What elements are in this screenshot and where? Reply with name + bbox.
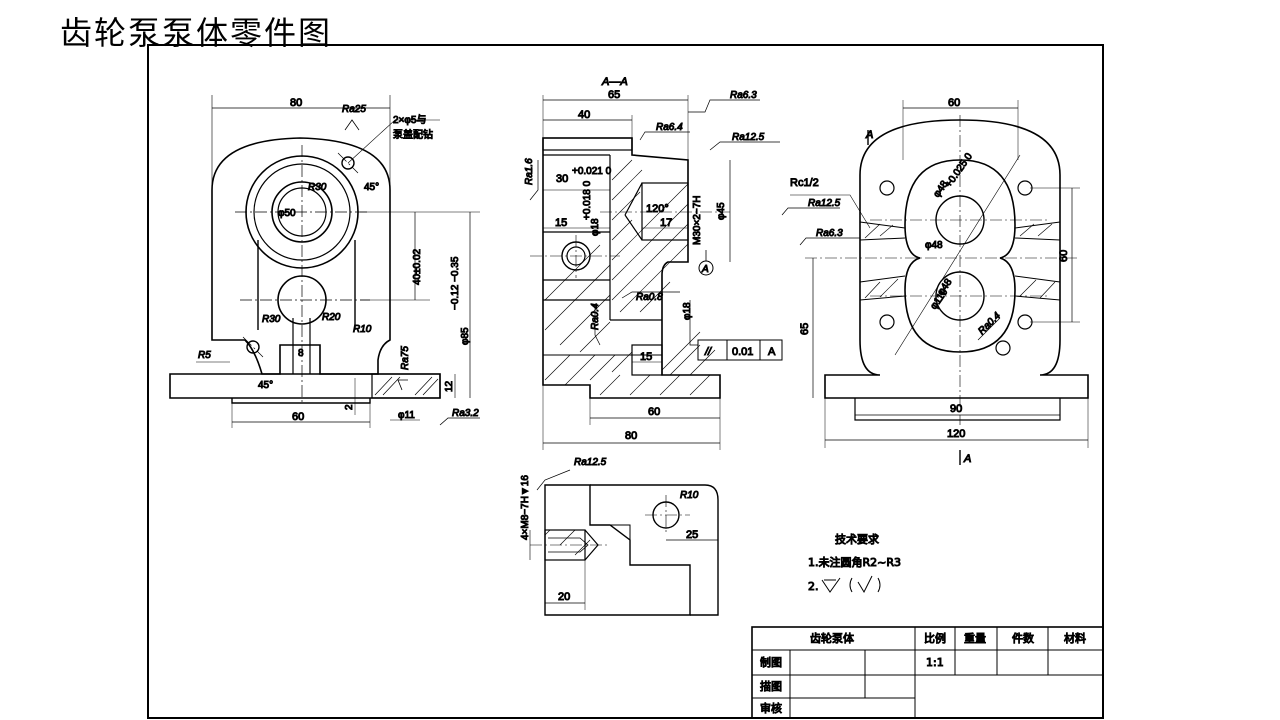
view-a-label: A — [963, 453, 971, 465]
drawing-frame — [147, 44, 1104, 719]
sec-ra125: Ra12.5 — [732, 132, 765, 143]
marker-a: A — [701, 264, 709, 275]
dim-85-tol: −0.12 −0.35 — [450, 256, 461, 310]
sec-dim-17: 17 — [660, 217, 672, 229]
angle-45: 45° — [364, 182, 379, 193]
dim-80: 80 — [290, 97, 302, 109]
title-block — [751, 626, 1104, 719]
tb-checked: 审核 — [760, 701, 782, 715]
ra32-label: Ra3.2 — [452, 408, 479, 419]
sec-m30: M30×2−7H — [692, 196, 703, 245]
side-tol-48: +0.025 0 — [943, 151, 975, 190]
sec-ra08: Ra0.8 — [636, 292, 663, 303]
tb-scale-label: 比例 — [924, 631, 946, 645]
det-dim-25: 25 — [686, 529, 698, 541]
view-a-arrow-label: A — [865, 129, 873, 141]
phi11-label: φ11 — [398, 410, 415, 421]
side-phi48b: φ48 — [925, 240, 943, 251]
sec-dim-15b: 15 — [640, 351, 652, 363]
sec-dim-30: 30 — [556, 173, 568, 185]
sec-ra63: Ra6.3 — [730, 90, 757, 101]
sec-ra64: Ra6.4 — [656, 122, 683, 133]
sec-phi18b: φ18 — [682, 302, 693, 320]
tol-value: 0.01 — [732, 346, 753, 358]
dim-12: 12 — [444, 380, 455, 392]
side-dim-60v: 60 — [1058, 250, 1070, 262]
note-holes-1: 2×φ5与 — [393, 114, 426, 126]
sec-dim-15: 15 — [555, 217, 567, 229]
side-dim-90: 90 — [950, 403, 962, 415]
det-dim-20: 20 — [558, 591, 570, 603]
tb-traced: 描图 — [760, 679, 782, 693]
r20-label: R20 — [322, 312, 341, 323]
side-view — [781, 100, 1089, 465]
roughness-symbol-icon — [821, 577, 841, 593]
roughness-paren-icon — [849, 575, 881, 594]
rc12-label: Rc1/2 — [790, 177, 819, 189]
side-dim-65: 65 — [799, 323, 811, 335]
sec-ra04: Ra0.4 — [590, 303, 601, 330]
sec-dim-60: 60 — [648, 406, 660, 418]
sec-phi18: φ18 — [590, 218, 601, 236]
tb-drawn: 制图 — [760, 656, 782, 669]
phi50-label: φ50 — [278, 208, 296, 219]
ra25-label: Ra25 — [342, 104, 366, 115]
parallel-symbol: // — [704, 346, 712, 358]
tb-scale-value: 1:1 — [926, 656, 944, 669]
tb-part-name: 齿轮泵体 — [810, 631, 854, 645]
section-view — [529, 95, 783, 450]
note-holes-2: 泵盖配钻 — [393, 128, 433, 141]
det-ra125: Ra12.5 — [574, 457, 607, 468]
tech-req-item-2: 2. — [808, 580, 819, 593]
dim-2: 2 — [344, 404, 355, 410]
dim-40: 40±0.02 — [412, 248, 423, 285]
side-ra63: Ra6.3 — [816, 228, 843, 239]
dim-8: 8 — [298, 348, 304, 359]
detail-view — [529, 469, 719, 616]
r10-label: R10 — [353, 324, 372, 335]
side-ra04: Ra0.4 — [976, 310, 1003, 337]
dim-85: φ85 — [460, 327, 471, 345]
angle-45b: 45° — [258, 380, 273, 391]
r30b-label: R30 — [262, 314, 281, 325]
tb-material-label: 材料 — [1064, 631, 1086, 645]
datum-a: A — [768, 346, 776, 358]
tech-req-heading: 技术要求 — [835, 533, 879, 546]
ra75-label: Ra75 — [400, 346, 411, 370]
sec-dim-65: 65 — [608, 89, 620, 101]
tech-req-item-1: 1.未注圆角R2~R3 — [808, 555, 901, 569]
sec-dim-40: 40 — [578, 109, 590, 121]
sec-tol-18: +0.018 0 — [582, 180, 593, 220]
sec-dim-80: 80 — [625, 430, 637, 442]
side-dim-60: 60 — [948, 97, 960, 109]
section-aa-label: A—A — [601, 76, 628, 88]
front-view — [169, 95, 480, 428]
det-thread: 4×M8−7H▼16 — [520, 475, 531, 540]
section-hatching — [544, 159, 716, 396]
det-r10: R10 — [680, 490, 699, 501]
dim-60: 60 — [292, 411, 304, 423]
r5-label: R5 — [198, 350, 211, 361]
tb-weight-label: 重量 — [964, 631, 986, 645]
sec-ra16: Ra1.6 — [524, 158, 535, 185]
side-ra125: Ra12.5 — [808, 198, 841, 209]
sec-phi45: φ45 — [716, 202, 727, 220]
tb-qty-label: 件数 — [1012, 632, 1034, 645]
sec-tol-30: +0.021 0 — [572, 166, 612, 177]
sec-angle-120: 120° — [646, 203, 669, 215]
r30-label: R30 — [308, 182, 327, 193]
side-dim-120: 120 — [947, 428, 965, 440]
